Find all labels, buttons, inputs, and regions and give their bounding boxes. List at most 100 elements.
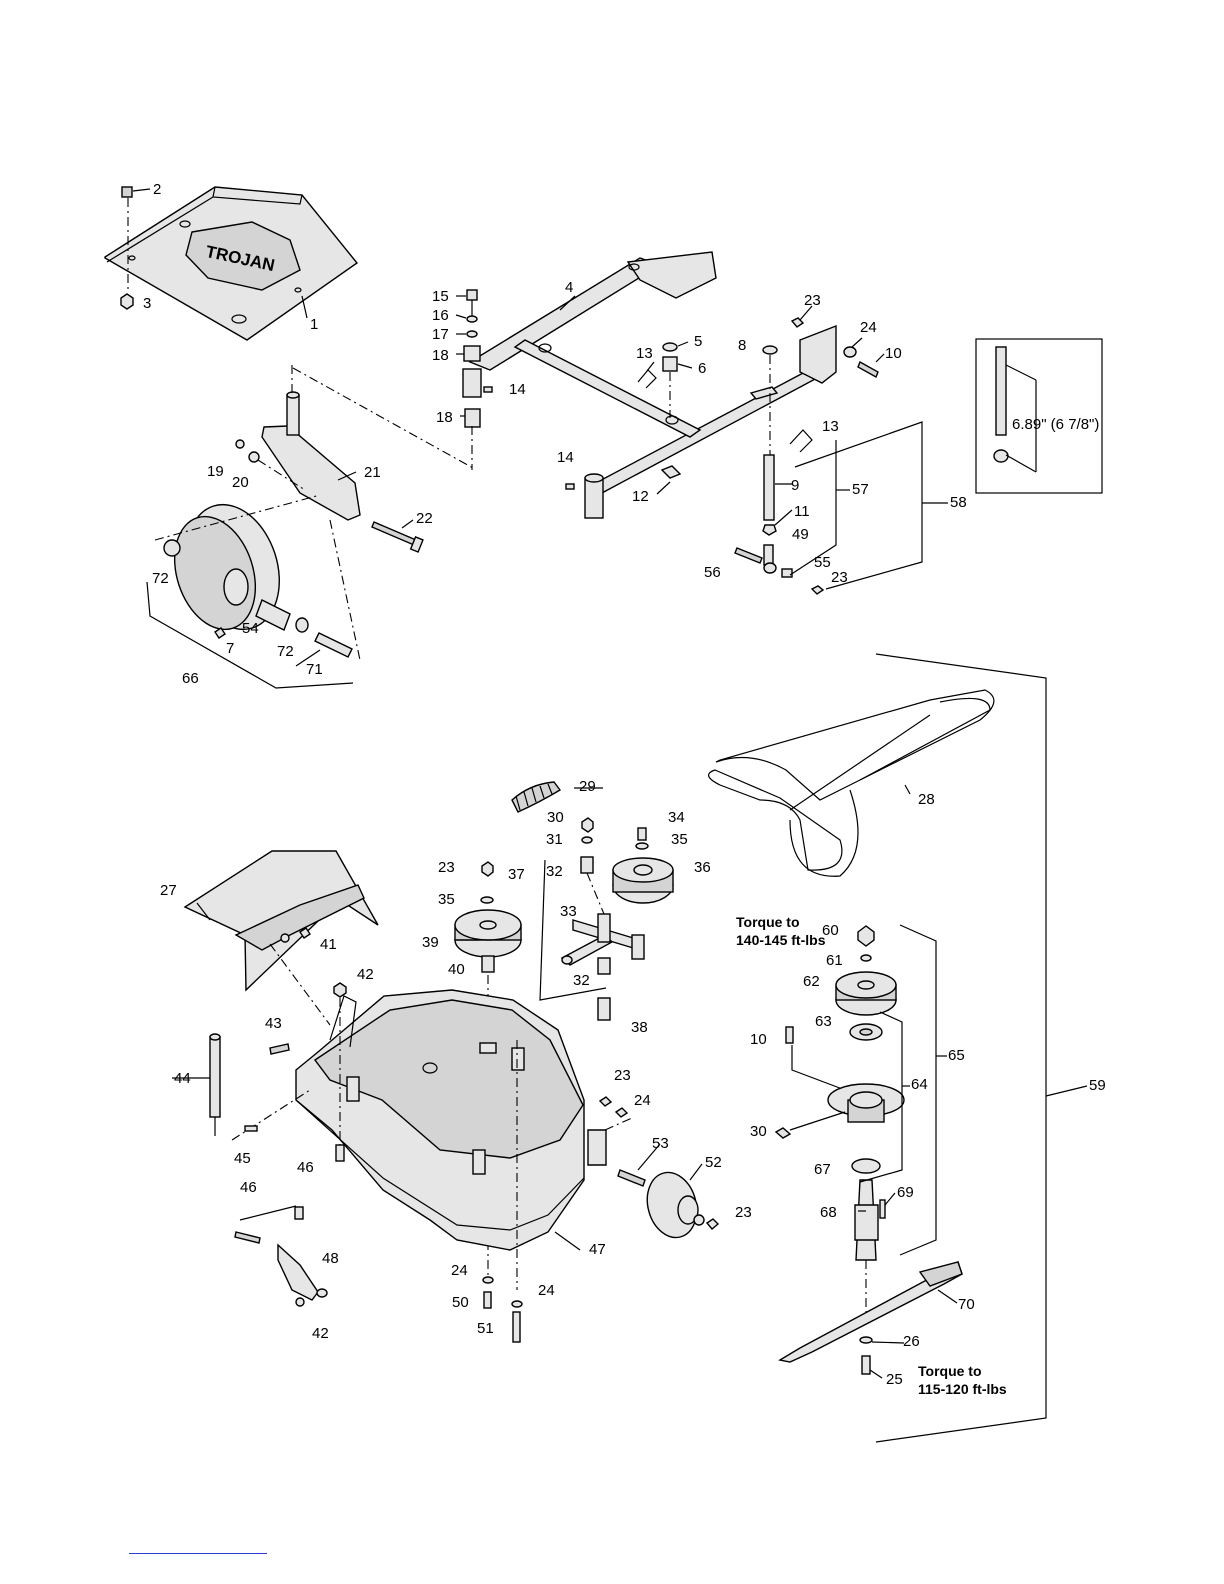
callout-61: 61: [826, 952, 843, 969]
height-pin-44: [209, 1033, 258, 1136]
washer-5-6: [660, 342, 682, 479]
callout-63: 63: [815, 1013, 832, 1030]
bolt-22: [371, 521, 424, 553]
callout-5: 5: [694, 333, 702, 350]
nut-3: [120, 293, 134, 310]
callout-29: 29: [579, 778, 596, 795]
callout-2: 2: [153, 181, 161, 198]
inset-dimension-label: 6.89" (6 7/8"): [1012, 416, 1099, 433]
callout-17a: 17: [432, 326, 449, 343]
callout-23d: 23: [614, 1067, 631, 1084]
lower-bolts: [482, 1276, 523, 1343]
callout-40: 40: [448, 961, 465, 978]
callout-50: 50: [452, 1294, 469, 1311]
callout-39: 39: [422, 934, 439, 951]
callout-33: 33: [560, 903, 577, 920]
torque-lower-line1: Torque to: [918, 1363, 982, 1379]
deck-pulley-39: [454, 861, 522, 1280]
callout-10a: 10: [885, 345, 902, 362]
callout-46a: 46: [297, 1159, 314, 1176]
torque-notes: Torque to 140-145 ft-lbs Torque to 115-1…: [736, 914, 1007, 1397]
callout-23a: 23: [804, 292, 821, 309]
callout-62: 62: [803, 973, 820, 990]
deck-wheel-52: [598, 1096, 720, 1239]
frame-bolt-stack: [462, 289, 482, 470]
callout-46b: 46: [240, 1179, 257, 1196]
spindle-assembly: [774, 924, 937, 1320]
callout-36: 36: [694, 859, 711, 876]
callout-43: 43: [265, 1015, 282, 1032]
callout-38: 38: [631, 1019, 648, 1036]
callout-57: 57: [852, 481, 869, 498]
callout-9: 9: [791, 477, 799, 494]
callout-10b: 10: [750, 1031, 767, 1048]
callout-42b: 42: [312, 1325, 329, 1342]
callout-68: 68: [820, 1204, 837, 1221]
callout-59: 59: [1089, 1077, 1106, 1094]
callout-66: 66: [182, 670, 199, 687]
callout-8: 8: [738, 337, 746, 354]
bracket-59: [875, 653, 1047, 1443]
deck-bolts: [231, 982, 347, 1162]
callout-35b: 35: [438, 891, 455, 908]
mower-deck: [295, 989, 607, 1290]
callout-30b: 30: [750, 1123, 767, 1140]
callout-4: 4: [565, 279, 573, 296]
leader-lines: [132, 188, 1088, 1379]
callout-49: 49: [792, 526, 809, 543]
callout-14a: 14: [509, 381, 526, 398]
callout-24a: 24: [860, 319, 877, 336]
callout-27: 27: [160, 882, 177, 899]
cover-plate: TROJAN: [104, 186, 359, 341]
bracket-48: [234, 1205, 328, 1307]
callout-1: 1: [310, 316, 318, 333]
blade-70: [778, 1260, 963, 1375]
idler-pulley-36: [612, 827, 674, 904]
callout-24b: 24: [634, 1092, 651, 1109]
logo-emblem: TROJAN: [185, 221, 301, 291]
torque-lower-line2: 115-120 ft-lbs: [918, 1381, 1007, 1397]
deck-frame: [468, 251, 837, 519]
callout-18a: 18: [432, 347, 449, 364]
height-adjust-rod: [734, 317, 923, 595]
callout-35a: 35: [671, 831, 688, 848]
callout-48: 48: [322, 1250, 339, 1267]
footer-link-underline[interactable]: [129, 1553, 267, 1554]
inset-box: 6.89" (6 7/8"): [975, 338, 1103, 494]
belt-guard: [183, 850, 379, 1026]
drive-belt: [708, 689, 995, 877]
spring: [511, 781, 562, 813]
callout-3: 3: [143, 295, 151, 312]
callout-24c: 24: [451, 1262, 468, 1279]
callout-58: 58: [950, 494, 967, 511]
callout-11: 11: [794, 503, 810, 520]
idler-assembly: [539, 817, 645, 1021]
callout-26: 26: [903, 1333, 920, 1350]
callout-19: 19: [207, 463, 224, 480]
torque-upper-line1: Torque to: [736, 914, 800, 930]
clip-2: [121, 186, 133, 292]
callout-23e: 23: [735, 1204, 752, 1221]
callout-67: 67: [814, 1161, 831, 1178]
wheel-assembly: [146, 494, 361, 689]
callout-52: 52: [705, 1154, 722, 1171]
callout-71: 71: [306, 661, 323, 678]
callout-64: 64: [911, 1076, 928, 1093]
callout-60: 60: [822, 922, 839, 939]
callout-20: 20: [232, 474, 249, 491]
callout-32a: 32: [546, 863, 563, 880]
callout-15: 15: [432, 288, 449, 305]
callout-21: 21: [364, 464, 381, 481]
callout-45: 45: [234, 1150, 251, 1167]
callout-42a: 42: [357, 966, 374, 983]
callout-72a: 72: [152, 570, 169, 587]
callout-41: 41: [320, 936, 337, 953]
callout-54: 54: [242, 620, 259, 637]
callout-65: 65: [948, 1047, 965, 1064]
callout-31: 31: [546, 831, 563, 848]
callout-69: 69: [897, 1184, 914, 1201]
callout-23c: 23: [438, 859, 455, 876]
callout-13a: 13: [636, 345, 653, 362]
callout-18b: 18: [436, 409, 453, 426]
